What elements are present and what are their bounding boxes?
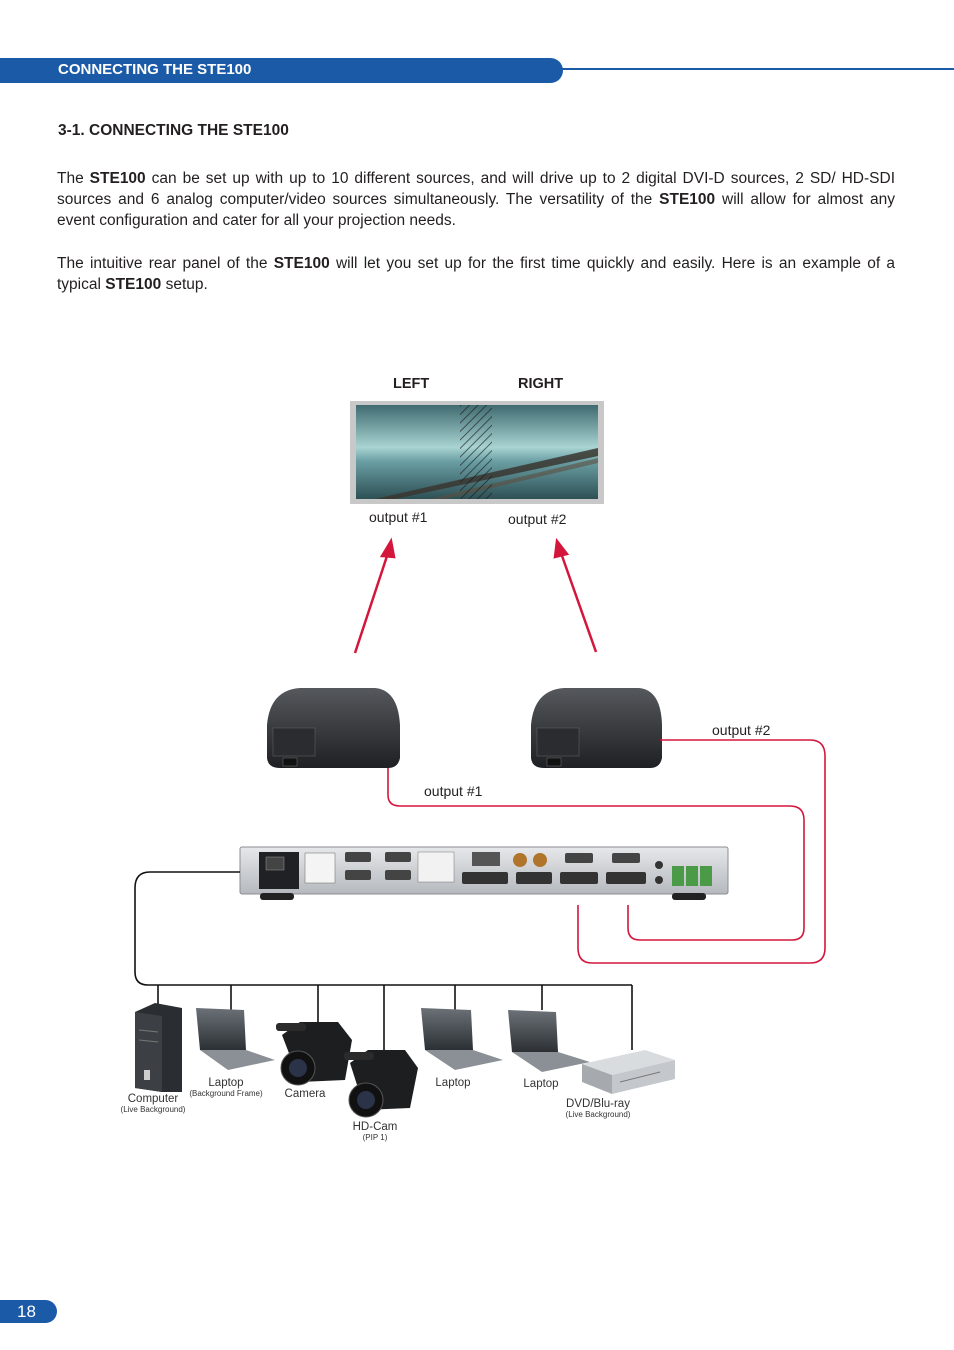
text-run: will allow for almost any event configur… bbox=[57, 191, 896, 229]
ste100-rear-panel bbox=[239, 846, 729, 900]
source-label-laptop-3: Laptop bbox=[511, 1078, 571, 1090]
page-header-title: CONNECTING THE STE100 bbox=[58, 61, 252, 78]
source-role: (Live Background) bbox=[565, 1110, 631, 1119]
laptop-icon bbox=[421, 1008, 503, 1070]
source-label-hd-cam: HD-Cam(PIP 1) bbox=[345, 1121, 405, 1142]
page-number: 18 bbox=[0, 1300, 57, 1323]
screen-output1-label: output #1 bbox=[369, 509, 428, 525]
text-run: will let you set up for the first time q… bbox=[57, 255, 895, 293]
screen-left-label: LEFT bbox=[393, 376, 430, 392]
source-role: (Live Background) bbox=[120, 1105, 186, 1114]
source-name: Laptop bbox=[208, 1077, 244, 1089]
source-name: DVD/Blu-ray bbox=[566, 1098, 630, 1110]
source-label-dvd: DVD/Blu-ray(Live Background) bbox=[558, 1098, 638, 1119]
source-label-computer: Computer(Live Background) bbox=[118, 1093, 188, 1114]
projector-right bbox=[531, 688, 662, 768]
output-cables bbox=[387, 739, 826, 964]
source-name: Camera bbox=[284, 1088, 326, 1100]
source-role: (PIP 1) bbox=[362, 1133, 388, 1142]
product-name: STE100 bbox=[273, 255, 330, 272]
intro-paragraph: The STE100 can be set up with up to 10 d… bbox=[57, 168, 895, 231]
source-label-camera: Camera bbox=[275, 1088, 335, 1100]
product-name: STE100 bbox=[105, 276, 162, 293]
source-name: Laptop bbox=[523, 1078, 559, 1090]
product-name: STE100 bbox=[89, 170, 146, 187]
output-arrows bbox=[353, 537, 598, 654]
laptop-icon bbox=[508, 1010, 590, 1072]
header-bar bbox=[0, 58, 563, 83]
cable-output2-label: output #2 bbox=[712, 722, 771, 738]
projection-screen bbox=[350, 401, 604, 504]
source-name: HD-Cam bbox=[352, 1121, 398, 1133]
text-run: The intuitive rear panel of the bbox=[57, 255, 274, 272]
dvd-player-icon bbox=[582, 1050, 675, 1094]
source-cables bbox=[134, 871, 633, 1052]
laptop-icon bbox=[196, 1008, 275, 1070]
cable-output1-label: output #1 bbox=[424, 783, 483, 799]
source-role: (Background Frame) bbox=[189, 1089, 263, 1098]
screen-right-label: RIGHT bbox=[518, 376, 564, 392]
hd-cam-icon bbox=[344, 1050, 418, 1118]
source-name: Laptop bbox=[435, 1077, 471, 1089]
text-run: setup. bbox=[161, 276, 208, 293]
projector-left bbox=[267, 688, 400, 768]
product-name: STE100 bbox=[659, 191, 716, 208]
camera-icon bbox=[276, 1022, 352, 1086]
screen-output2-label: output #2 bbox=[508, 511, 567, 527]
computer-tower-icon bbox=[135, 1003, 182, 1092]
source-name: Computer bbox=[127, 1093, 179, 1105]
text-run: can be set up with up to 10 different so… bbox=[57, 170, 895, 208]
section-title: 3-1. CONNECTING THE STE100 bbox=[58, 122, 289, 139]
setup-paragraph: The intuitive rear panel of the STE100 w… bbox=[57, 253, 895, 295]
header-rule bbox=[555, 68, 954, 70]
source-label-laptop-2: Laptop bbox=[423, 1077, 483, 1089]
text-run: The bbox=[57, 170, 90, 187]
source-label-laptop-background: Laptop(Background Frame) bbox=[186, 1077, 266, 1098]
